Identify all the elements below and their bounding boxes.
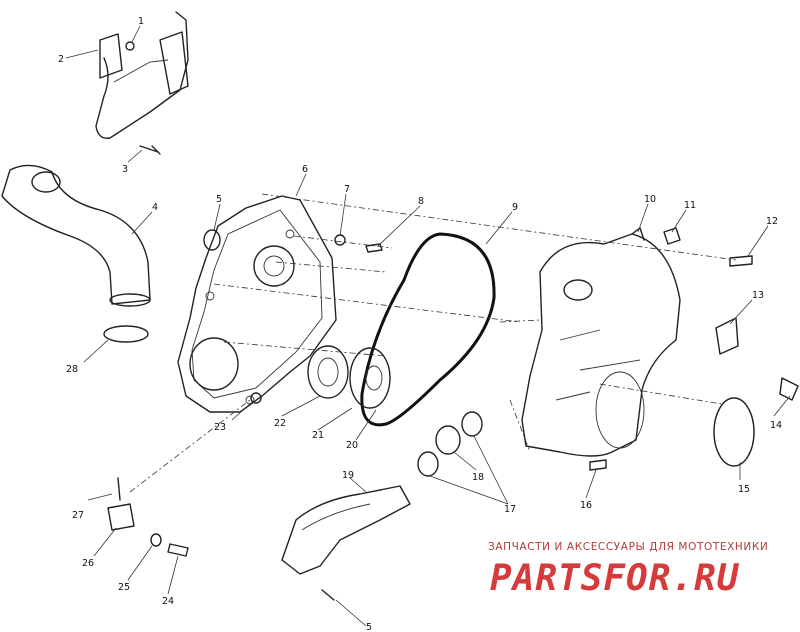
nut-23 <box>250 392 262 404</box>
callout-26: 26 <box>82 558 94 569</box>
washer-25 <box>150 533 162 547</box>
air-duct <box>281 485 411 575</box>
callout-19: 19 <box>342 470 354 481</box>
screw-5-lower <box>321 589 335 601</box>
callout-20: 20 <box>346 440 358 451</box>
callout-6: 6 <box>302 164 308 175</box>
callout-2: 2 <box>58 54 64 65</box>
callout-13: 13 <box>752 290 764 301</box>
bolt-12 <box>729 255 753 267</box>
callout-9: 9 <box>512 202 518 213</box>
bolt <box>365 243 383 253</box>
callout-24: 24 <box>162 596 174 607</box>
callout-12: 12 <box>766 216 778 227</box>
reference-lines <box>129 193 737 493</box>
callout-18: 18 <box>472 472 484 483</box>
watermark-brand: PARTSFOR.RU <box>490 558 740 599</box>
callout-28: 28 <box>66 364 78 375</box>
screw-27 <box>117 477 121 501</box>
washer-small <box>334 234 346 246</box>
inner-cover-plate <box>177 195 337 413</box>
decal-14 <box>779 377 799 401</box>
callout-17: 17 <box>504 504 516 515</box>
callout-5-lower: 5 <box>366 622 372 632</box>
callout-3: 3 <box>122 164 128 175</box>
bracket-assembly <box>95 11 189 155</box>
callout-leaders <box>65 25 791 627</box>
callout-11: 11 <box>684 200 696 211</box>
callout-5: 5 <box>216 194 222 205</box>
outer-cover <box>521 227 681 457</box>
bearing-17b <box>417 451 439 477</box>
callout-8: 8 <box>418 196 424 207</box>
decal-13 <box>715 317 739 355</box>
gasket-15 <box>713 397 755 467</box>
callout-numbers: 1 2 3 4 5 6 7 8 9 10 11 12 13 14 15 16 1… <box>58 16 782 632</box>
bearing-17a <box>461 411 483 437</box>
callout-23: 23 <box>214 422 226 433</box>
drive-belt <box>360 232 496 427</box>
callout-16: 16 <box>580 500 592 511</box>
callout-14: 14 <box>770 420 782 431</box>
bracket-26 <box>107 503 135 531</box>
bolt-24 <box>167 543 189 557</box>
callout-10: 10 <box>644 194 656 205</box>
seal-22 <box>307 345 349 399</box>
watermark-tagline: ЗАПЧАСТИ И АКСЕССУАРЫ ДЛЯ МОТОТЕХНИКИ <box>488 541 768 553</box>
callout-1: 1 <box>138 16 144 27</box>
watermark: ЗАПЧАСТИ И АКСЕССУАРЫ ДЛЯ МОТОТЕХНИКИ PA… <box>488 541 768 599</box>
callout-27: 27 <box>72 510 84 521</box>
callout-25: 25 <box>118 582 130 593</box>
bearing-18 <box>435 425 461 455</box>
hose-clamp <box>103 325 149 343</box>
bolt-16 <box>589 459 607 471</box>
callout-21: 21 <box>312 430 324 441</box>
washer <box>203 229 221 251</box>
sprocket-21 <box>349 347 391 409</box>
callout-7: 7 <box>344 184 350 195</box>
callout-4: 4 <box>152 202 158 213</box>
label-11 <box>663 227 681 245</box>
intake-hose <box>1 164 151 307</box>
callout-22: 22 <box>274 418 286 429</box>
callout-15: 15 <box>738 484 750 495</box>
